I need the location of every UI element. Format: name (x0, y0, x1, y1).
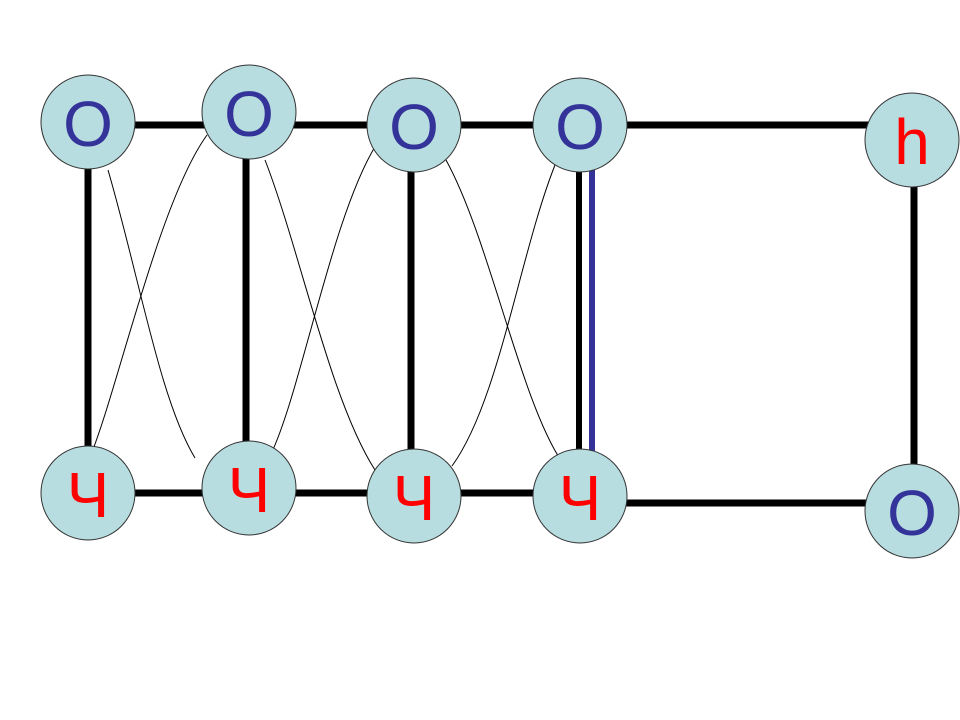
node-top-5: h (864, 92, 960, 188)
thin-curve (91, 134, 208, 453)
node-bottom-1: Ч (40, 445, 136, 541)
node-top-2: О (201, 64, 297, 160)
node-circle (532, 448, 628, 544)
node-top-3: О (366, 77, 462, 173)
node-circle (532, 77, 628, 173)
node-circle (366, 77, 462, 173)
node-circle (40, 74, 136, 170)
node-label: О (555, 91, 605, 163)
node-bottom-3: Ч (366, 448, 462, 544)
node-label: О (389, 91, 439, 163)
node-circle (201, 64, 297, 160)
thin-curve (264, 159, 376, 471)
node-circle (366, 448, 462, 544)
thin-curve (451, 159, 558, 467)
node-bottom-4: Ч (532, 448, 628, 544)
thin-curve (107, 169, 196, 459)
node-top-1: О (40, 74, 136, 170)
node-bottom-2: Ч (201, 440, 297, 536)
thin-curve (267, 144, 377, 461)
node-label: h (894, 106, 930, 178)
node-label: О (224, 78, 274, 150)
node-label: Ч (559, 462, 602, 534)
node-circle (864, 463, 960, 559)
node-label: О (63, 88, 113, 160)
node-label: Ч (67, 459, 110, 531)
node-top-4: О (532, 77, 628, 173)
node-circle (201, 440, 297, 536)
node-bottom-5: О (864, 463, 960, 559)
node-circle (864, 92, 960, 188)
node-label: Ч (228, 454, 271, 526)
node-label: Ч (393, 462, 436, 534)
node-label: О (887, 477, 937, 549)
thin-curve (445, 159, 563, 463)
node-circle (40, 445, 136, 541)
